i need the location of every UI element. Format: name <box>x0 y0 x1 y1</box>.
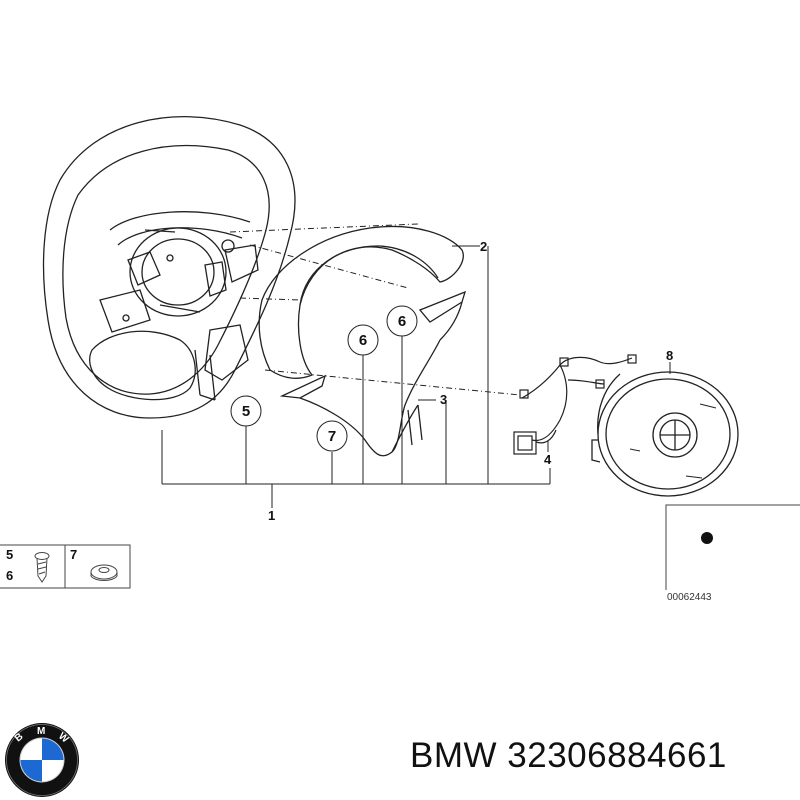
wiring-harness-drawing <box>513 354 637 455</box>
legend-label-6: 6 <box>6 568 13 583</box>
legend-label-5: 5 <box>6 547 13 562</box>
callout-2: 2 <box>480 239 487 254</box>
callout-8: 8 <box>666 348 673 363</box>
variant-dot <box>701 532 713 544</box>
callout-5: 5 <box>242 403 250 420</box>
trim-cover-drawing <box>258 225 467 457</box>
logo-letter-m: M <box>37 726 45 737</box>
reference-number: 00062443 <box>667 592 712 603</box>
screw-icon <box>34 552 50 583</box>
callout-6a: 6 <box>359 332 367 349</box>
callout-1: 1 <box>268 508 275 523</box>
brand-part-number-caption: BMW 32306884661 <box>410 736 727 775</box>
callout-6b: 6 <box>398 313 406 330</box>
variant-box <box>665 504 800 590</box>
airbag-drawing <box>591 371 739 497</box>
leader-lines <box>161 223 671 508</box>
callout-7: 7 <box>328 428 336 445</box>
clip-icon <box>90 564 118 581</box>
callout-circles <box>230 305 418 452</box>
callout-3: 3 <box>440 392 447 407</box>
callout-4: 4 <box>544 452 552 467</box>
steering-wheel-drawing <box>42 116 296 419</box>
small-parts-legend <box>0 544 131 589</box>
bmw-logo: B M W <box>5 723 79 797</box>
legend-label-7: 7 <box>70 547 77 562</box>
